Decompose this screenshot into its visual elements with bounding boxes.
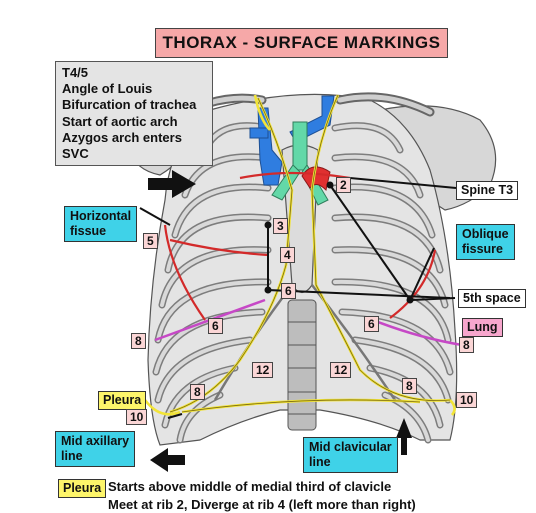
- spine-t3-label: Spine T3: [456, 181, 519, 200]
- rib-number-8-far-right: 8: [459, 337, 474, 353]
- caption-line-1: Starts above middle of medial third of c…: [108, 479, 392, 494]
- rib-number-10-left: 10: [126, 409, 148, 425]
- vertebral-column: [287, 299, 317, 431]
- mid-axillary-line-label: Mid axillary line: [55, 431, 136, 467]
- rib-number-3: 3: [273, 218, 288, 234]
- info-line-6: SVC: [62, 146, 89, 162]
- mid-clavicular-line-label: Mid clavicular line: [303, 437, 398, 473]
- info-line-3: Bifurcation of trachea: [62, 97, 197, 113]
- fifth-space-label: 5th space: [458, 289, 526, 308]
- t4-info-box: T4/5 Angle of Louis Bifurcation of trach…: [55, 61, 213, 166]
- rib-number-2: 2: [336, 177, 351, 193]
- pleura-label: Pleura: [98, 391, 147, 410]
- diagram-title: THORAX - SURFACE MARKINGS: [155, 28, 448, 58]
- rib-number-5: 5: [143, 233, 158, 249]
- rib-number-6-right: 6: [364, 316, 379, 332]
- caption-pleura-tag: Pleura: [58, 479, 107, 498]
- horizontal-fissue-label: Horizontal fissue: [64, 206, 138, 242]
- info-line-5: Azygos arch enters: [62, 129, 182, 145]
- fissure-lines: [163, 171, 437, 321]
- info-line-4: Start of aortic arch: [62, 113, 178, 129]
- info-line-2: Angle of Louis: [62, 81, 153, 97]
- lung-label: Lung: [462, 318, 503, 337]
- rib-number-6-center: 6: [281, 283, 296, 299]
- pointer-dots: [264, 181, 414, 304]
- rib-number-8-lower-left: 8: [190, 384, 205, 400]
- oblique-fissure-label: Oblique fissure: [456, 224, 515, 260]
- rib-number-12-left: 12: [252, 362, 274, 378]
- rib-number-4: 4: [280, 247, 295, 263]
- rib-number-10-right: 10: [456, 392, 478, 408]
- rib-number-8-lower-right: 8: [402, 378, 417, 394]
- rib-number-6-left: 6: [208, 318, 223, 334]
- mid-clavicular-arrow-icon: [396, 418, 412, 455]
- angle-arrow-icon: [148, 170, 196, 198]
- rib-number-12-right: 12: [330, 362, 352, 378]
- rib-number-8-far-left: 8: [131, 333, 146, 349]
- ribs-right-highlight: [333, 123, 452, 442]
- mid-axillary-arrow-icon: [150, 448, 185, 472]
- info-line-1: T4/5: [62, 65, 89, 80]
